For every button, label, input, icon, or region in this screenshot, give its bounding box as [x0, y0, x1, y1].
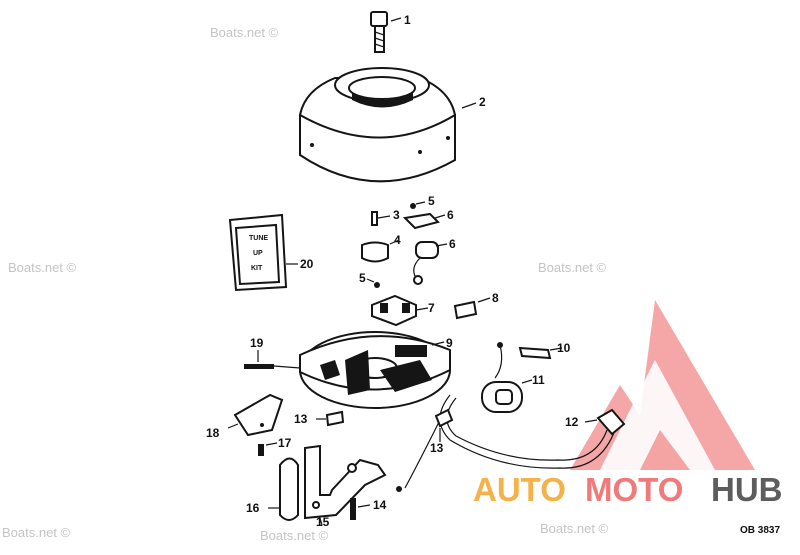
callout-label: 5 [428, 194, 435, 208]
part-bolt [370, 11, 402, 53]
watermark-text: Boats.net © [210, 25, 279, 40]
part-breaker-points [371, 294, 429, 327]
part-small-hardware [361, 201, 448, 288]
logo-triangle-inner [600, 360, 715, 470]
callout-label: 16 [246, 501, 260, 515]
callout-label: 17 [278, 436, 292, 450]
callout-label: 19 [250, 336, 264, 350]
part-screw-lower [350, 498, 371, 520]
drawing-code: OB 3837 [740, 525, 780, 536]
kit-label-line2: UP [253, 250, 263, 257]
watermark-layer: Boats.net © Boats.net © Boats.net © Boat… [2, 25, 609, 543]
logo-triangle-core [640, 430, 690, 470]
callout-label: 9 [446, 336, 453, 350]
callout-label: 13 [294, 412, 308, 426]
callout-label: 12 [565, 415, 579, 429]
callout-label: 18 [206, 426, 220, 440]
part-clips [316, 408, 454, 442]
callout-label: 10 [557, 341, 571, 355]
logo-text-auto: AUTO [473, 471, 566, 508]
callout-label: 20 [300, 257, 314, 271]
automotohub-logo-mark [570, 300, 755, 470]
callout-label: 11 [532, 373, 545, 387]
part-cover-plate [227, 393, 284, 437]
part-condenser-wedge [453, 297, 491, 320]
part-bracket [304, 444, 387, 526]
part-flywheel [298, 67, 477, 183]
part-stator-plate [299, 331, 451, 409]
watermark-text: Boats.net © [260, 528, 329, 543]
callout-label: 4 [394, 233, 401, 247]
watermark-text: Boats.net © [2, 525, 71, 540]
callout-label: 1 [404, 13, 411, 27]
part-pin [244, 350, 301, 369]
callout-numbers: 1 2 3 4 5 5 6 6 7 8 9 10 11 12 13 13 14 … [206, 13, 579, 529]
logo-text-moto: MOTO [585, 471, 683, 508]
watermark-text: Boats.net © [540, 521, 609, 536]
callout-label: 6 [449, 237, 456, 251]
kit-label-line3: KIT [251, 265, 263, 272]
callout-label: 14 [373, 498, 387, 512]
automotohub-logo-text: AUTO MOTO HUB [473, 471, 783, 508]
kit-label-line1: TUNE [249, 235, 268, 242]
watermark-text: Boats.net © [8, 260, 77, 275]
callout-label: 8 [492, 291, 499, 305]
callout-label: 5 [359, 271, 366, 285]
part-sleeve [268, 457, 299, 521]
callout-label: 3 [393, 208, 400, 222]
callout-label: 6 [447, 208, 454, 222]
part-tune-up-kit: TUNE UP KIT [228, 213, 298, 292]
part-screw [258, 442, 278, 456]
logo-text-hub: HUB [711, 471, 783, 508]
callout-label: 2 [479, 95, 486, 109]
callout-label: 15 [316, 515, 330, 529]
callout-label: 7 [428, 301, 435, 315]
callout-label: 13 [430, 441, 444, 455]
watermark-text: Boats.net © [538, 260, 607, 275]
